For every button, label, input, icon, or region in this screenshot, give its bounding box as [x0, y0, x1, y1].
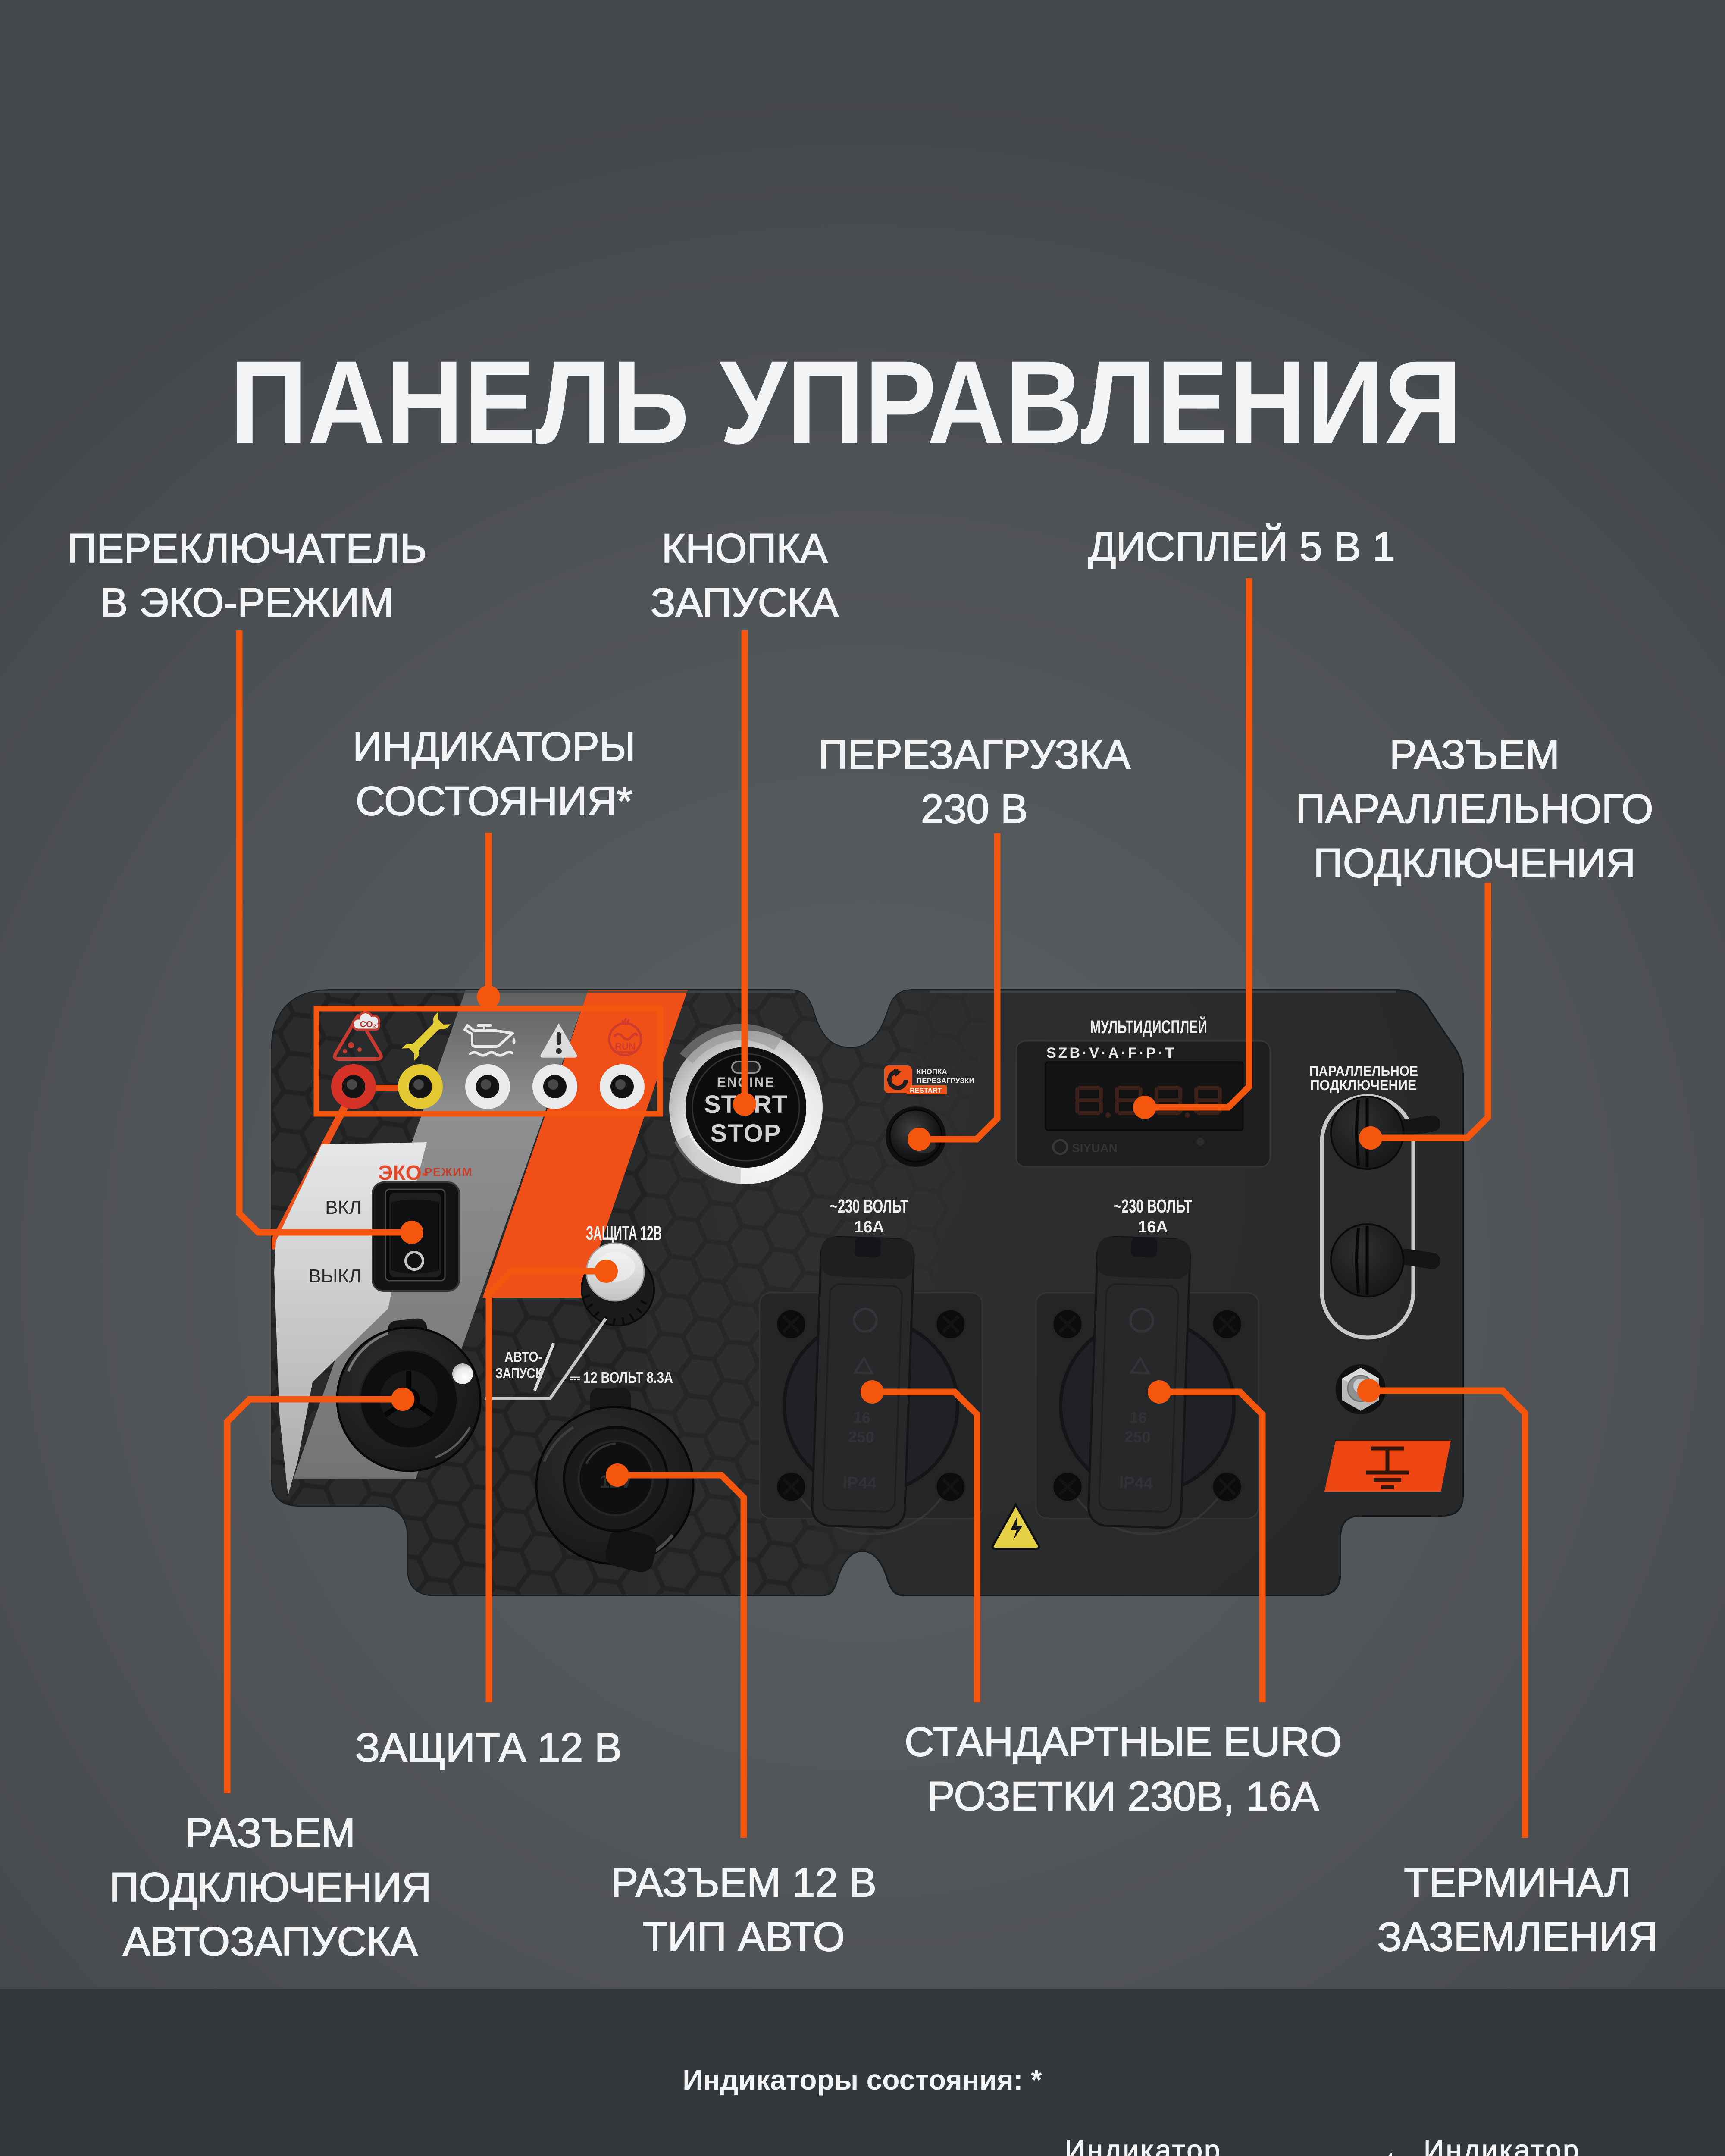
svg-text:Индикаторы состояния: *: Индикаторы состояния: * — [682, 2064, 1042, 2096]
svg-text:ВЫКЛ: ВЫКЛ — [308, 1266, 361, 1287]
svg-text:АВТОЗАПУСКА: АВТОЗАПУСКА — [123, 1919, 418, 1965]
svg-text:ПОДКЛЮЧЕНИЯ: ПОДКЛЮЧЕНИЯ — [109, 1865, 431, 1910]
svg-text:РАЗЪЕМ: РАЗЪЕМ — [185, 1810, 355, 1856]
svg-text:ПАРАЛЛЕЛЬНОГО: ПАРАЛЛЕЛЬНОГО — [1296, 786, 1653, 832]
svg-text:16А: 16А — [854, 1218, 884, 1236]
svg-text:SZB·V·A·F·P·T: SZB·V·A·F·P·T — [1046, 1045, 1176, 1061]
svg-text:ПЕРЕКЛЮЧАТЕЛЬ: ПЕРЕКЛЮЧАТЕЛЬ — [67, 526, 427, 571]
svg-text:RUN: RUN — [615, 1041, 636, 1052]
svg-text:Индикатор: Индикатор — [463, 2152, 620, 2156]
svg-text:ЗАЩИТА 12В: ЗАЩИТА 12В — [586, 1222, 662, 1244]
svg-text:ТИП АВТО: ТИП АВТО — [642, 1914, 845, 1960]
svg-text:STOP: STOP — [711, 1119, 782, 1147]
svg-text:ПОДКЛЮЧЕНИЯ: ПОДКЛЮЧЕНИЯ — [1313, 840, 1635, 886]
svg-text:АВТО-: АВТО- — [504, 1349, 542, 1365]
svg-text:ЗАПУСКА: ЗАПУСКА — [651, 580, 839, 626]
svg-text:В ЭКО-РЕЖИМ: В ЭКО-РЕЖИМ — [100, 580, 394, 626]
svg-text:~230 ВОЛЬТ: ~230 ВОЛЬТ — [830, 1196, 908, 1217]
svg-text:CO₂: CO₂ — [360, 1020, 377, 1029]
svg-text:СТАНДАРТНЫЕ EURO: СТАНДАРТНЫЕ EURO — [905, 1719, 1342, 1765]
svg-text:МУЛЬТИДИСПЛЕЙ: МУЛЬТИДИСПЛЕЙ — [1090, 1016, 1207, 1037]
svg-text:IP44: IP44 — [842, 1473, 877, 1493]
svg-text:ПЕРЕЗАГРУЗКА: ПЕРЕЗАГРУЗКА — [818, 732, 1131, 777]
svg-text:ПАНЕЛЬ УПРАВЛЕНИЯ: ПАНЕЛЬ УПРАВЛЕНИЯ — [230, 336, 1462, 469]
svg-text:ДИСПЛЕЙ 5 В 1: ДИСПЛЕЙ 5 В 1 — [1088, 523, 1395, 570]
svg-text:ЭКО-: ЭКО- — [378, 1162, 429, 1185]
svg-text:ТЕРМИНАЛ: ТЕРМИНАЛ — [1404, 1860, 1631, 1905]
svg-text:РОЗЕТКИ 230В, 16А: РОЗЕТКИ 230В, 16А — [927, 1774, 1319, 1819]
svg-text:Индикатор: Индикатор — [1424, 2134, 1581, 2156]
svg-text:250: 250 — [848, 1428, 874, 1446]
svg-text:ЗАЗЕМЛЕНИЯ: ЗАЗЕМЛЕНИЯ — [1377, 1914, 1658, 1960]
svg-text:Индикатор: Индикатор — [770, 2152, 927, 2156]
svg-text:КНОПКА: КНОПКА — [662, 526, 828, 571]
svg-text:16: 16 — [853, 1408, 870, 1426]
svg-text:ВКЛ: ВКЛ — [325, 1197, 361, 1218]
svg-text:RESTART: RESTART — [910, 1087, 942, 1094]
svg-text:Индикатор: Индикатор — [1065, 2134, 1222, 2156]
svg-text:РАЗЪЕМ: РАЗЪЕМ — [1390, 732, 1559, 777]
svg-text:SIYUAN: SIYUAN — [1072, 1141, 1118, 1155]
svg-text:230 В: 230 В — [921, 786, 1028, 832]
svg-text:ИНДИКАТОРЫ: ИНДИКАТОРЫ — [353, 724, 636, 770]
svg-text:16А: 16А — [1138, 1218, 1168, 1236]
svg-text:~230 ВОЛЬТ: ~230 ВОЛЬТ — [1114, 1196, 1192, 1217]
svg-text:ЗАЩИТА 12 В: ЗАЩИТА 12 В — [355, 1725, 622, 1771]
svg-text:ЗАПУСК: ЗАПУСК — [495, 1365, 543, 1381]
svg-text:РЕЖИМ: РЕЖИМ — [424, 1166, 473, 1178]
svg-text:ПАРАЛЛЕЛЬНОЕ: ПАРАЛЛЕЛЬНОЕ — [1309, 1063, 1418, 1079]
svg-text:⎓ 12 ВОЛЬТ 8.3А: ⎓ 12 ВОЛЬТ 8.3А — [570, 1369, 673, 1386]
svg-text:Индикатор: Индикатор — [190, 2152, 347, 2156]
svg-text:КНОПКА: КНОПКА — [917, 1068, 947, 1076]
svg-text:РАЗЪЕМ 12 В: РАЗЪЕМ 12 В — [611, 1860, 877, 1905]
svg-text:ПЕРЕЗАГРУЗКИ: ПЕРЕЗАГРУЗКИ — [917, 1077, 974, 1085]
svg-text:СОСТОЯНИЯ*: СОСТОЯНИЯ* — [356, 778, 633, 824]
svg-text:ПОДКЛЮЧЕНИЕ: ПОДКЛЮЧЕНИЕ — [1310, 1077, 1417, 1093]
